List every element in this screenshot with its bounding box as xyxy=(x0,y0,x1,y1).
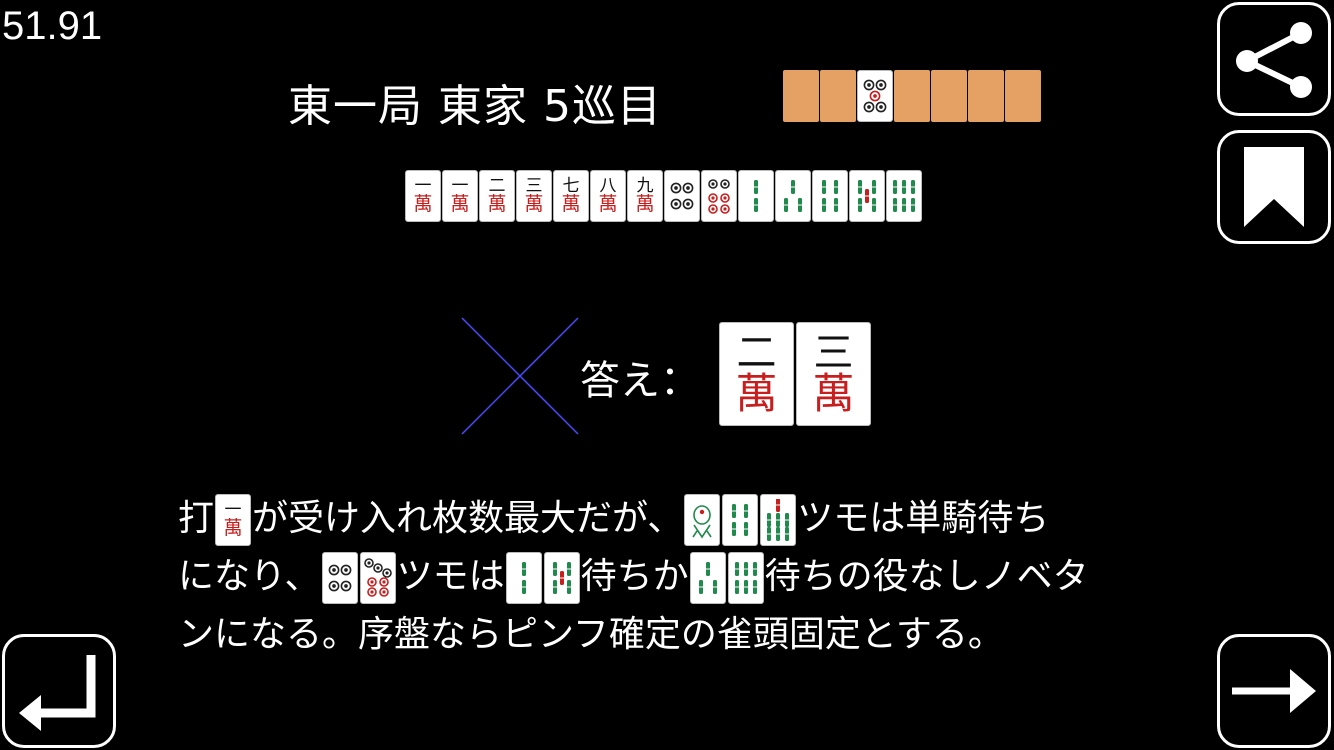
explanation-line: になり、 ツモは 待ちか 待ちの役なしノベタ xyxy=(178,548,1168,606)
share-button[interactable] xyxy=(1217,2,1331,116)
tile-suit-character: 萬 xyxy=(561,193,581,215)
explanation-segment: 待ちか xyxy=(580,556,689,597)
sou-1-tile-face-icon xyxy=(692,505,712,539)
tile-man: 三萬 xyxy=(516,170,552,222)
pin-5-tile-face-icon xyxy=(863,79,887,113)
tile-sou xyxy=(684,494,721,546)
pin-7-tile-face-icon xyxy=(363,558,392,597)
answer-tiles: 二萬三萬 xyxy=(719,322,871,426)
tile-man: 七萬 xyxy=(553,170,589,222)
pin-4-tile-face-icon xyxy=(328,564,351,592)
sou-5-tile-face-icon xyxy=(552,562,572,594)
bookmark-icon xyxy=(1244,147,1304,227)
tile-pin xyxy=(664,170,700,222)
explanation-segment: が受け入れ枚数最大だが、 xyxy=(252,498,684,539)
tile-number: 八 xyxy=(599,176,617,196)
next-button[interactable] xyxy=(1217,634,1331,748)
tile-number: 二 xyxy=(736,330,777,376)
explanation-line: 打一萬が受け入れ枚数最大だが、 ツモは単騎待ち xyxy=(178,490,1168,548)
wall-tile-back xyxy=(894,70,930,122)
timer: 51.91 xyxy=(2,4,103,48)
pin-6-tile-face-icon xyxy=(708,179,730,214)
tile-suit-character: 萬 xyxy=(598,193,618,215)
tile-man: 一萬 xyxy=(405,170,441,222)
return-arrow-icon xyxy=(19,655,96,731)
tile-man: 三萬 xyxy=(796,322,871,426)
bookmark-button[interactable] xyxy=(1217,130,1331,244)
sou-3-tile-face-icon xyxy=(783,180,803,212)
explanation-segment: になり、 xyxy=(178,556,321,597)
tile-number: 二 xyxy=(488,176,506,196)
right-arrow-icon xyxy=(1232,669,1316,713)
tile-man: 一萬 xyxy=(442,170,478,222)
explanation-segment: ツモは xyxy=(396,556,505,597)
tile-suit-character: 萬 xyxy=(223,517,243,539)
explanation-segment: ンになる。序盤ならピンフ確定の雀頭固定とする。 xyxy=(178,614,1004,655)
tile-number: 一 xyxy=(451,176,469,196)
tile-pin xyxy=(359,552,396,604)
player-hand: 一萬一萬二萬三萬七萬八萬九萬 xyxy=(405,170,922,222)
share-icon xyxy=(1236,22,1312,98)
wall-tile-back xyxy=(931,70,967,122)
sou-2-tile-face-icon xyxy=(753,180,759,212)
explanation-segment: ツモは単騎待ち xyxy=(797,498,1050,539)
tile-sou xyxy=(849,170,885,222)
tile-number: 一 xyxy=(224,500,242,520)
tile-number: 三 xyxy=(525,176,543,196)
sou-4-tile-face-icon xyxy=(731,504,749,536)
tile-number: 九 xyxy=(636,176,654,196)
tile-number: 一 xyxy=(414,176,432,196)
explanation-segment: 打 xyxy=(178,498,215,539)
sou-5-tile-face-icon xyxy=(857,180,877,212)
tile-pin xyxy=(321,552,358,604)
tile-man: 九萬 xyxy=(627,170,663,222)
explanation-line: ンになる。序盤ならピンフ確定の雀頭固定とする。 xyxy=(178,606,1168,664)
wrong-cross-icon xyxy=(461,317,579,435)
tile-man: 八萬 xyxy=(590,170,626,222)
tile-suit-character: 萬 xyxy=(635,193,655,215)
back-button[interactable] xyxy=(2,634,116,748)
tile-man: 一萬 xyxy=(215,494,252,546)
tile-suit-character: 萬 xyxy=(450,193,470,215)
wall-tile-back xyxy=(968,70,1004,122)
tile-suit-character: 萬 xyxy=(812,369,855,418)
tile-suit-character: 萬 xyxy=(524,193,544,215)
sou-2-tile-face-icon xyxy=(521,562,527,594)
tile-sou xyxy=(886,170,922,222)
tile-suit-character: 萬 xyxy=(487,193,507,215)
tile-number: 三 xyxy=(813,330,854,376)
tile-sou xyxy=(722,494,759,546)
tile-suit-character: 萬 xyxy=(735,369,778,418)
wall-tile-back xyxy=(783,70,819,122)
tile-sou xyxy=(543,552,580,604)
tile-sou xyxy=(727,552,764,604)
dead-wall xyxy=(783,70,1041,122)
sou-7-tile-face-icon xyxy=(766,499,790,541)
tile-sou xyxy=(738,170,774,222)
tile-man: 二萬 xyxy=(479,170,515,222)
explanation-text: 打一萬が受け入れ枚数最大だが、 ツモは単騎待ちになり、 ツモは 待ちか 待ちの役なしノベ… xyxy=(178,490,1168,664)
tile-sou xyxy=(505,552,542,604)
tile-suit-character: 萬 xyxy=(413,193,433,215)
tile-sou xyxy=(760,494,797,546)
sou-6-tile-face-icon xyxy=(734,562,758,594)
sou-4-tile-face-icon xyxy=(821,180,839,212)
wall-tile-back xyxy=(1005,70,1041,122)
wall-tile-back xyxy=(820,70,856,122)
dora-indicator-tile xyxy=(857,70,893,122)
pin-4-tile-face-icon xyxy=(670,182,694,210)
tile-sou xyxy=(689,552,726,604)
round-title: 東一局 東家 5巡目 xyxy=(288,81,662,132)
tile-sou xyxy=(775,170,811,222)
tile-pin xyxy=(701,170,737,222)
answer-label: 答え： xyxy=(580,358,700,404)
tile-number: 七 xyxy=(562,176,580,196)
sou-6-tile-face-icon xyxy=(892,180,916,212)
explanation-segment: 待ちの役なしノベタ xyxy=(764,556,1089,597)
tile-sou xyxy=(812,170,848,222)
sou-3-tile-face-icon xyxy=(698,562,718,594)
tile-man: 二萬 xyxy=(719,322,794,426)
